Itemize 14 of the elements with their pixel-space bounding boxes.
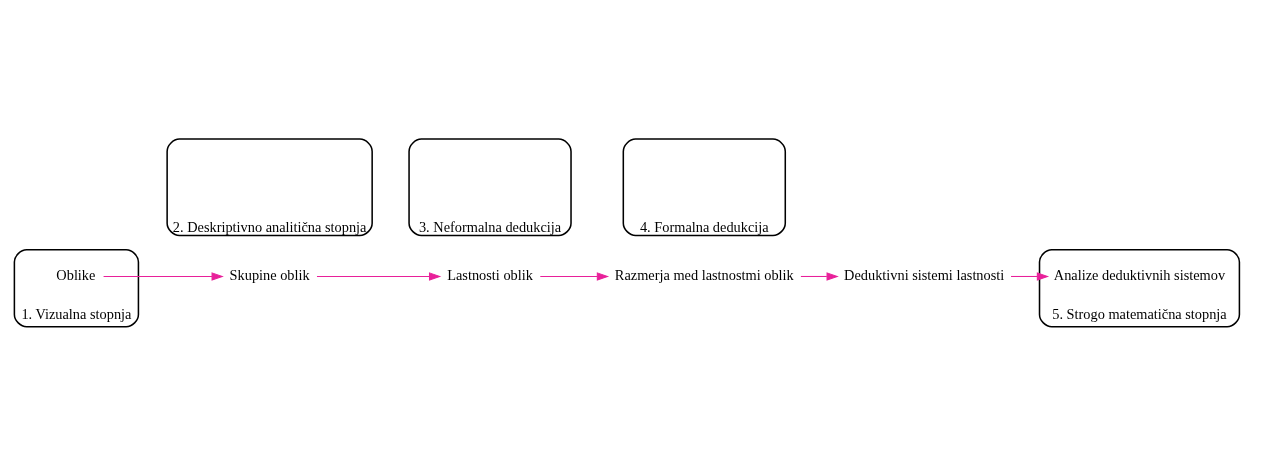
arrow (1010, 271, 1050, 281)
node-box: 4. Formalna dedukcija (622, 137, 787, 236)
node-text: Analize deduktivnih sistemov (1053, 266, 1226, 283)
arrow (316, 271, 442, 281)
node-text: Oblike (56, 266, 96, 283)
arrow (800, 271, 839, 281)
node-text: Lastnosti oblik (447, 266, 533, 283)
arrow (103, 271, 224, 281)
node-text: Deduktivni sistemi lastnosti (844, 266, 1005, 283)
node-text: Razmerja med lastnostmi oblik (614, 266, 794, 283)
node-text: Skupine oblik (229, 266, 310, 283)
node-box: 3. Neformalna dedukcija (408, 137, 572, 236)
node-box: 2. Deskriptivno analitična stopnja (166, 137, 373, 236)
arrow (539, 271, 610, 281)
